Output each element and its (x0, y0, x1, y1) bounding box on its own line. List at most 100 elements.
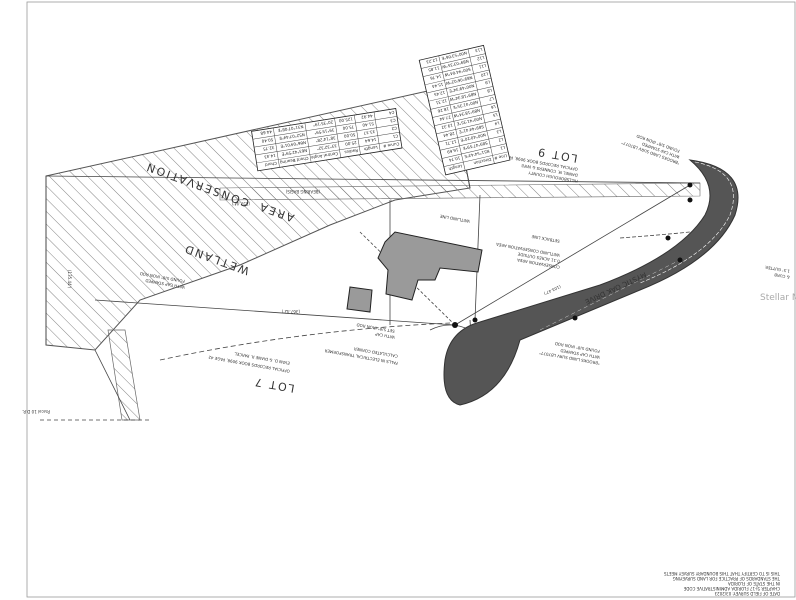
line-table-row-line (422, 61, 488, 77)
dist-left: (135.44') (67, 270, 72, 289)
line-table-row-line (438, 127, 503, 143)
house-footprint (377, 231, 483, 301)
road-pavement (443, 159, 739, 406)
note-curb: & CURB (774, 272, 791, 280)
survey-monuments (452, 182, 693, 328)
curve-table-cell: 50.40 (261, 137, 274, 144)
monument-ne (687, 182, 693, 188)
line-table-row-line (430, 94, 495, 110)
monument-ne-2 (687, 197, 693, 203)
curve-table-col-line (334, 118, 342, 158)
line-table: Line #DirectionLengthL1N51°54'43"E10.74L… (418, 44, 511, 176)
line-table-row-line (443, 151, 509, 167)
line-table-row-line (421, 53, 486, 69)
line-table-row-line (441, 143, 507, 159)
curve-table-cell: N31°07'08"E (277, 124, 304, 133)
note-setback-line: SETBACK LINE (531, 234, 560, 244)
note-cert-5: DATE OF FIELD SURVEY: 03/2023 (714, 591, 780, 596)
watermark: Stellar MLS (760, 293, 796, 303)
line-table-row-line (424, 69, 490, 86)
line-table-cell: N89°18'34"W (449, 91, 477, 102)
monument-road (572, 315, 578, 321)
curve-table-cell: 50.00 (343, 132, 356, 139)
curve-table-cell: C4 (388, 110, 395, 116)
line-table-cell: L13 (474, 47, 483, 54)
bearing-basis-strip (219, 182, 701, 201)
note-cert-2: THE STANDARDS OF PRACTICE FOR LAND SURVE… (673, 576, 781, 581)
curve-table-cell: 25.00 (344, 140, 357, 147)
curve-table-header-cell: Chord (264, 161, 277, 168)
curve-table-cell: N52°07'44"E (278, 132, 305, 141)
curve-table-header-cell: Radius (344, 148, 358, 155)
line-table-cell: L7 (488, 96, 494, 102)
curve-table-col-line (304, 122, 312, 163)
curve-table-cell: 75.00 (342, 124, 355, 131)
line-table-cell: 16.69 (446, 147, 459, 155)
curve-table-cell: C3 (389, 118, 396, 124)
curve-table-cell: 14.64 (364, 137, 377, 144)
curve-table-cell: 14.43 (263, 153, 276, 160)
curve-table-header-cell: Central Angle (310, 151, 338, 160)
line-table-cell: 10.74 (448, 155, 461, 163)
curve-table-cell: C2 (391, 126, 398, 132)
curve-table-col-line (373, 111, 381, 152)
line-table-row-line (426, 77, 492, 94)
line-table-row-line (428, 86, 494, 102)
line-table-cell: L1 (499, 145, 505, 151)
line-table-row-line (439, 135, 505, 151)
line-table-cell: S00°44'04"W (444, 67, 471, 78)
road-centerline-2 (539, 259, 681, 331)
note-cert-4: CHAPTER 5J-17 FLORIDA ADMINISTRATIVE COD… (683, 586, 780, 591)
line-table-cell: N89°18'34"W (453, 108, 481, 119)
annotations: OFFICIAL RECORDS BOOK 9098, PAGE 42 EVAN… (22, 133, 790, 596)
line-table-cell: 11.85 (427, 65, 440, 73)
monument-east (665, 235, 671, 241)
curve-table-cell: 20°35'19" (313, 119, 334, 127)
curve-table-cell: C1 (392, 133, 399, 139)
line-table-cell: N00°49'34"E (448, 83, 475, 94)
line-table-header-cell: Line # (493, 153, 507, 161)
curve-table-row-line (252, 116, 398, 140)
curve-table-cell: 32.75 (262, 145, 275, 152)
line-table-header-cell: Length (448, 164, 463, 172)
line-table-cell: N89°06'02"W (445, 75, 473, 86)
line-table-cell: N00°53'06"E (441, 50, 468, 61)
line-table-cell: L2 (498, 137, 504, 143)
note-found-rod-road-2: WITH CAP STAMPED (560, 348, 600, 360)
note-with-cap: WITH CAP (374, 331, 395, 339)
shed-footprint (346, 286, 373, 313)
note-found-rod-w-2: WITH CAP STAMPED (145, 278, 185, 290)
line-table-row-line (436, 118, 501, 135)
line-table-cell: L6 (490, 104, 496, 110)
line-table-cell: N89°03'35"W (442, 59, 470, 70)
line-table-cell: L4 (494, 121, 500, 127)
note-set-iron-rod: SET 5/8" IRON ROD (356, 322, 395, 334)
curve-table-col-line (273, 127, 280, 168)
line-table-cell: L11 (478, 63, 487, 70)
curve-table-cell: 51.40 (362, 121, 375, 128)
road-centerline (639, 161, 734, 284)
line-table-cell: L12 (476, 55, 485, 62)
dist-top: (357.44') (231, 201, 250, 206)
curve-table-cell: 38°14'28" (315, 135, 336, 143)
line-table-cell: N00°40'20"E (460, 132, 487, 143)
line-table-cell: 15.44 (431, 82, 444, 90)
curve-table-cell: N66°04'01"E (280, 140, 307, 149)
curve-table-col-line (354, 115, 361, 155)
curve-table-cell: 44.68 (260, 129, 273, 136)
line-table-row-line (432, 102, 497, 118)
curve-table-cell: 39°15'59" (314, 127, 335, 135)
monument-curb (677, 257, 683, 263)
curve-table-header-cell: Curve # (382, 141, 400, 149)
curve-table-row-line (256, 139, 401, 164)
line-table-cell: 12.23 (425, 57, 438, 65)
line-table-cell: N00°41'35"E (456, 116, 483, 127)
note-corner: Parcel 10 D.R. (22, 409, 50, 414)
curve-table-header-cell: Length (363, 145, 378, 152)
line-table-cell: L3 (496, 129, 502, 135)
curve-table-frame (251, 108, 403, 172)
line-table-cell: N51°54'43"E (463, 149, 490, 160)
line-table-cell: S89°47'59"E (462, 140, 488, 151)
